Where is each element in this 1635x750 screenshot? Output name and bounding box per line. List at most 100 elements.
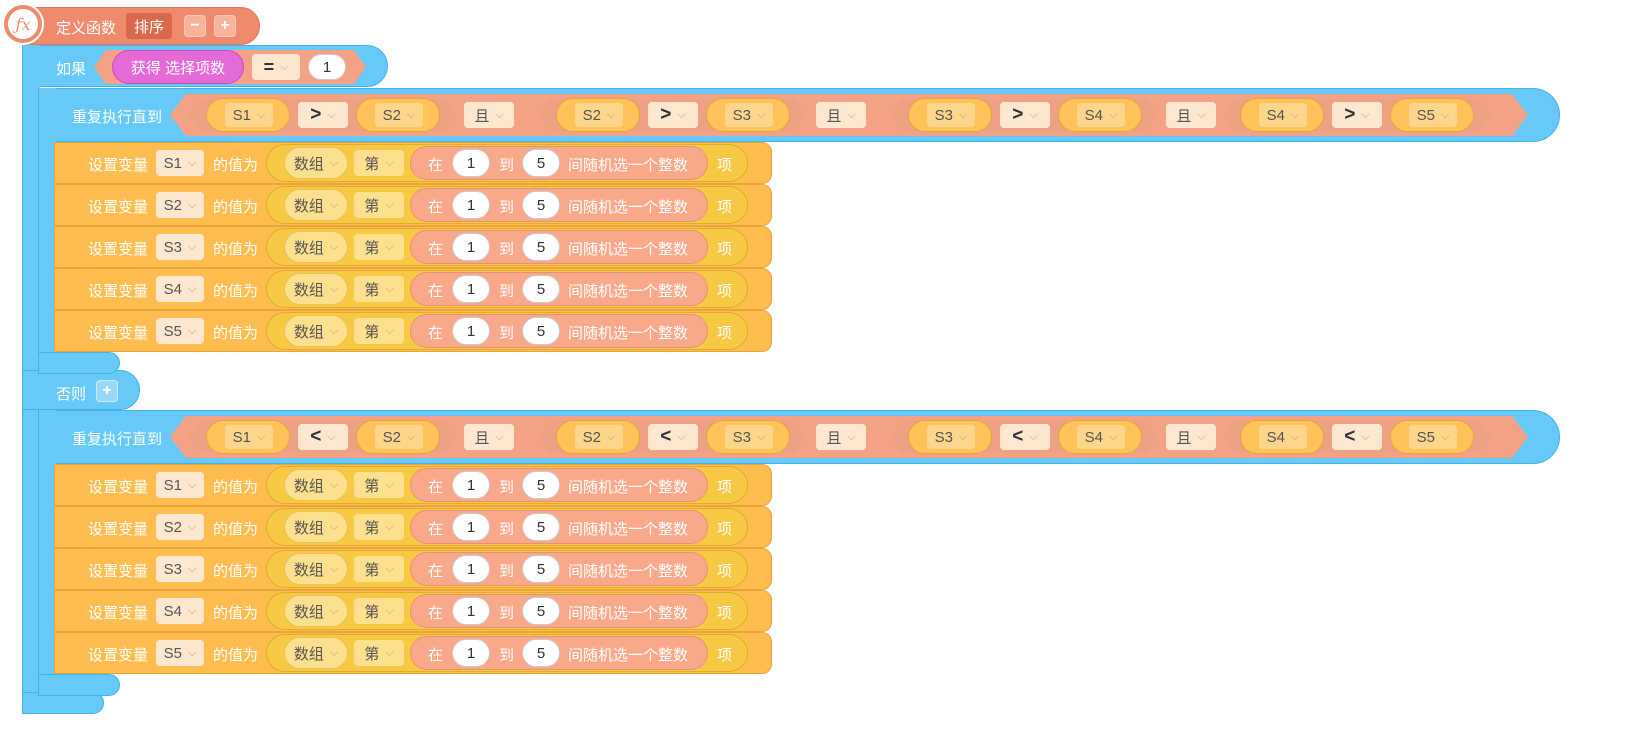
random-to-input[interactable]: 5 [522,233,560,261]
and-operator-dropdown[interactable]: 且⌵ [1166,424,1216,450]
variable-reporter-left[interactable]: S1⌵ [206,98,290,132]
variable-reporter-right[interactable]: S4⌵ [1058,420,1142,454]
set-variable-dropdown[interactable]: S2⌵ [156,514,204,540]
and-operator-dropdown[interactable]: 且⌵ [1166,102,1216,128]
variable-reporter-left[interactable]: S2⌵ [556,420,640,454]
index-mode-dropdown[interactable]: 第⌵ [354,472,404,498]
variable-dropdown[interactable]: S1⌵ [225,103,273,127]
random-to-input[interactable]: 5 [522,513,560,541]
variable-dropdown[interactable]: S3⌵ [927,425,975,449]
random-from-input[interactable]: 1 [452,471,490,499]
set-variable-dropdown[interactable]: S4⌵ [156,598,204,624]
array-dropdown[interactable]: 数组⌵ [284,637,348,669]
set-variable-dropdown[interactable]: S5⌵ [156,318,204,344]
get-choice-count-reporter[interactable]: 获得 选择项数 [112,50,244,84]
variable-reporter-right[interactable]: S5⌵ [1390,420,1474,454]
compare-operator-dropdown[interactable]: <⌵ [1000,424,1050,450]
array-dropdown[interactable]: 数组⌵ [284,595,348,627]
variable-reporter-right[interactable]: S5⌵ [1390,98,1474,132]
compare-value-input[interactable]: 1 [308,54,346,80]
variable-dropdown[interactable]: S2⌵ [575,103,623,127]
array-dropdown[interactable]: 数组⌵ [284,553,348,585]
index-mode-dropdown[interactable]: 第⌵ [354,318,404,344]
random-from-input[interactable]: 1 [452,233,490,261]
array-dropdown[interactable]: 数组⌵ [284,315,348,347]
array-dropdown[interactable]: 数组⌵ [284,469,348,501]
variable-reporter-right[interactable]: S4⌵ [1058,98,1142,132]
set-variable-dropdown[interactable]: S1⌵ [156,150,204,176]
random-from-input[interactable]: 1 [452,275,490,303]
variable-dropdown[interactable]: S2⌵ [575,425,623,449]
compare-operator-dropdown[interactable]: =⌵ [252,54,300,80]
compare-operator-dropdown[interactable]: >⌵ [648,102,698,128]
and-operator-dropdown[interactable]: 且⌵ [816,102,866,128]
else-add-button[interactable]: + [96,380,118,402]
set-variable-dropdown[interactable]: S4⌵ [156,276,204,302]
compare-operator-dropdown[interactable]: <⌵ [648,424,698,450]
index-mode-dropdown[interactable]: 第⌵ [354,640,404,666]
random-to-input[interactable]: 5 [522,149,560,177]
variable-dropdown[interactable]: S1⌵ [225,425,273,449]
variable-reporter-right[interactable]: S2⌵ [356,98,440,132]
variable-dropdown[interactable]: S3⌵ [725,103,773,127]
compare-operator-dropdown[interactable]: <⌵ [1332,424,1382,450]
random-to-input[interactable]: 5 [522,555,560,583]
index-mode-dropdown[interactable]: 第⌵ [354,514,404,540]
and-operator-dropdown[interactable]: 且⌵ [464,102,514,128]
random-to-input[interactable]: 5 [522,275,560,303]
set-variable-dropdown[interactable]: S5⌵ [156,640,204,666]
and-operator-dropdown[interactable]: 且⌵ [816,424,866,450]
random-to-input[interactable]: 5 [522,597,560,625]
random-to-input[interactable]: 5 [522,639,560,667]
array-dropdown[interactable]: 数组⌵ [284,511,348,543]
array-dropdown[interactable]: 数组⌵ [284,273,348,305]
compare-operator-dropdown[interactable]: >⌵ [1000,102,1050,128]
compare-operator-dropdown[interactable]: >⌵ [1332,102,1382,128]
variable-dropdown[interactable]: S4⌵ [1259,103,1307,127]
random-from-input[interactable]: 1 [452,513,490,541]
index-mode-dropdown[interactable]: 第⌵ [354,192,404,218]
variable-dropdown[interactable]: S4⌵ [1077,103,1125,127]
array-dropdown[interactable]: 数组⌵ [284,231,348,263]
variable-dropdown[interactable]: S4⌵ [1077,425,1125,449]
function-name-field[interactable]: 排序 [126,13,172,39]
index-mode-dropdown[interactable]: 第⌵ [354,598,404,624]
random-from-input[interactable]: 1 [452,149,490,177]
random-from-input[interactable]: 1 [452,639,490,667]
variable-reporter-left[interactable]: S3⌵ [908,420,992,454]
variable-dropdown[interactable]: S5⌵ [1409,103,1457,127]
set-variable-dropdown[interactable]: S3⌵ [156,234,204,260]
and-operator-dropdown[interactable]: 且⌵ [464,424,514,450]
random-from-input[interactable]: 1 [452,317,490,345]
set-variable-dropdown[interactable]: S1⌵ [156,472,204,498]
random-from-input[interactable]: 1 [452,555,490,583]
variable-dropdown[interactable]: S2⌵ [375,425,423,449]
variable-reporter-left[interactable]: S1⌵ [206,420,290,454]
variable-dropdown[interactable]: S3⌵ [927,103,975,127]
index-mode-dropdown[interactable]: 第⌵ [354,150,404,176]
random-from-input[interactable]: 1 [452,597,490,625]
remove-param-button[interactable]: − [184,15,206,37]
variable-reporter-left[interactable]: S2⌵ [556,98,640,132]
variable-dropdown[interactable]: S5⌵ [1409,425,1457,449]
add-param-button[interactable]: + [214,15,236,37]
variable-reporter-left[interactable]: S4⌵ [1240,98,1324,132]
random-to-input[interactable]: 5 [522,191,560,219]
variable-reporter-right[interactable]: S3⌵ [706,420,790,454]
random-to-input[interactable]: 5 [522,317,560,345]
random-to-input[interactable]: 5 [522,471,560,499]
set-variable-dropdown[interactable]: S3⌵ [156,556,204,582]
index-mode-dropdown[interactable]: 第⌵ [354,276,404,302]
variable-reporter-left[interactable]: S4⌵ [1240,420,1324,454]
variable-dropdown[interactable]: S3⌵ [725,425,773,449]
array-dropdown[interactable]: 数组⌵ [284,147,348,179]
variable-dropdown[interactable]: S4⌵ [1259,425,1307,449]
set-variable-dropdown[interactable]: S2⌵ [156,192,204,218]
variable-reporter-right[interactable]: S2⌵ [356,420,440,454]
compare-operator-dropdown[interactable]: <⌵ [298,424,348,450]
index-mode-dropdown[interactable]: 第⌵ [354,556,404,582]
array-dropdown[interactable]: 数组⌵ [284,189,348,221]
compare-operator-dropdown[interactable]: >⌵ [298,102,348,128]
random-from-input[interactable]: 1 [452,191,490,219]
else-header[interactable] [22,370,140,410]
